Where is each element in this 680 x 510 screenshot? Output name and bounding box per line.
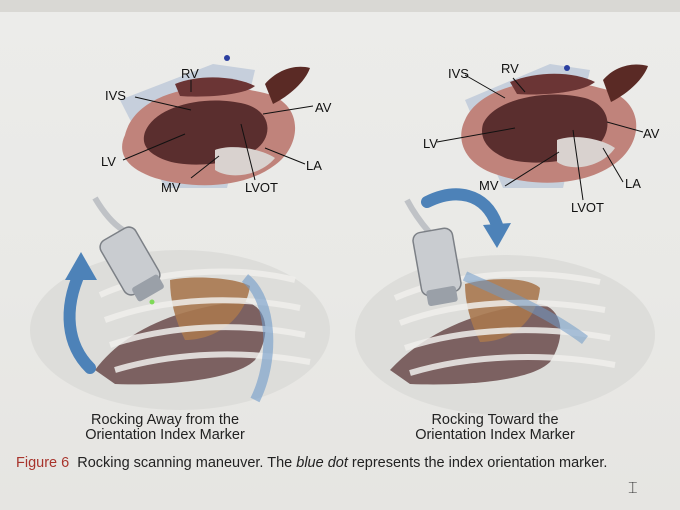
caption-text-after: represents the index orientation marker. (348, 455, 608, 471)
label-lvot: LVOT (245, 180, 278, 195)
aorta (265, 67, 310, 104)
caption-emphasis: blue dot (296, 455, 348, 471)
right-subcaption: Rocking Toward the Orientation Index Mar… (345, 413, 645, 443)
label-ivs: IVS (448, 66, 469, 81)
caption-text-before: Rocking scanning maneuver. The (77, 455, 296, 471)
right-subcaption-line1: Rocking Toward the (345, 413, 645, 428)
index-marker-dot-icon (224, 55, 230, 61)
right-illustration: IVS RV AV LV LA MV LVOT (345, 40, 675, 450)
label-av: AV (315, 100, 332, 115)
panel-rocking-toward: IVS RV AV LV LA MV LVOT Rocking Toward t… (345, 40, 675, 450)
label-lvot: LVOT (571, 200, 604, 215)
top-edge (0, 0, 680, 12)
left-illustration: RV IVS AV LV LA MV LVOT (5, 40, 335, 450)
label-av: AV (643, 126, 660, 141)
panel-rocking-away: RV IVS AV LV LA MV LVOT Rocking Away fro… (5, 40, 335, 450)
label-mv: MV (479, 178, 499, 193)
label-rv: RV (181, 66, 199, 81)
figure-number: Figure 6 (16, 455, 69, 471)
left-subcaption-line2: Orientation Index Marker (15, 428, 315, 443)
index-marker-dot-icon (564, 65, 570, 71)
label-lv: LV (423, 136, 438, 151)
left-subcaption-line1: Rocking Away from the (15, 413, 315, 428)
figure-caption: Figure 6 Rocking scanning maneuver. The … (16, 455, 680, 471)
label-ivs: IVS (105, 88, 126, 103)
label-lv: LV (101, 154, 116, 169)
label-rv: RV (501, 61, 519, 76)
label-la: LA (306, 158, 322, 173)
label-la: LA (625, 176, 641, 191)
label-mv: MV (161, 180, 181, 195)
aorta (603, 65, 648, 102)
right-subcaption-line2: Orientation Index Marker (345, 428, 645, 443)
left-subcaption: Rocking Away from the Orientation Index … (15, 413, 315, 443)
rocking-arrow-icon (427, 194, 497, 225)
rocking-arrow-head (483, 223, 511, 248)
text-cursor-icon: ⌶ (628, 478, 638, 498)
